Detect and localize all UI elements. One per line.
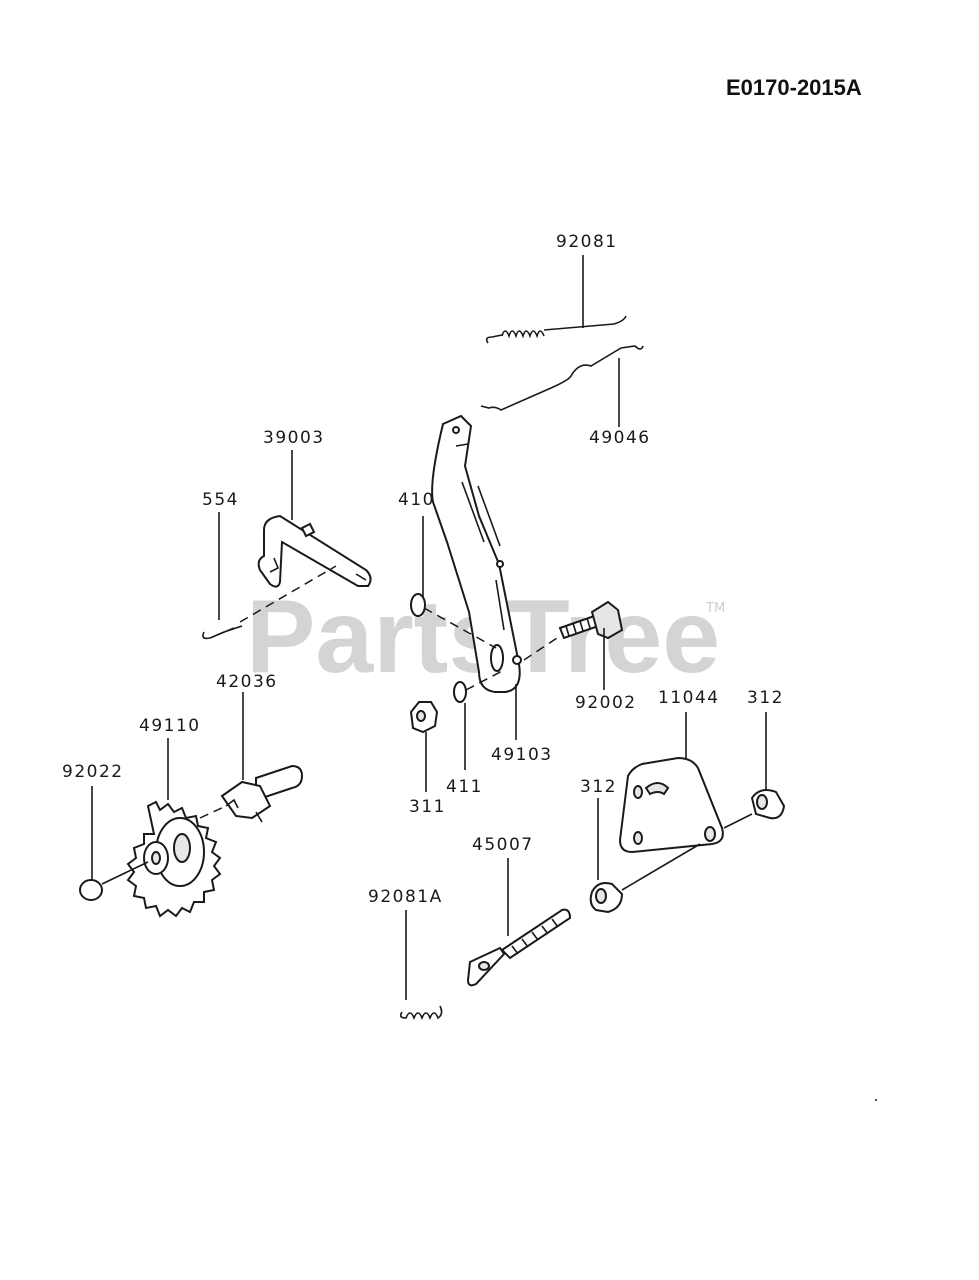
label-49046[interactable]: 49046 [589, 428, 651, 448]
label-311[interactable]: 311 [409, 797, 446, 817]
part-554-rod[interactable] [202, 512, 337, 640]
part-92002-bolt[interactable] [523, 600, 624, 690]
label-411[interactable]: 411 [446, 777, 483, 797]
label-49110[interactable]: 49110 [139, 716, 201, 736]
label-92081A[interactable]: 92081A [368, 887, 443, 907]
part-45007-adjuster[interactable] [466, 858, 572, 987]
part-49110-gear[interactable] [126, 738, 222, 918]
part-92081A-spring[interactable] [399, 910, 443, 1021]
speck [875, 1099, 877, 1101]
label-312-right[interactable]: 312 [747, 688, 784, 708]
part-92022-washer[interactable] [79, 786, 149, 901]
diagram-code: E0170-2015A [726, 75, 862, 100]
part-410-washer[interactable] [410, 516, 497, 649]
label-312-left[interactable]: 312 [580, 777, 617, 797]
label-45007[interactable]: 45007 [472, 835, 534, 855]
label-92081[interactable]: 92081 [556, 232, 618, 252]
part-39003-bracket[interactable] [257, 450, 372, 588]
part-92081-spring[interactable] [485, 255, 627, 344]
part-11044-plate[interactable] [618, 712, 753, 854]
label-554[interactable]: 554 [202, 490, 239, 510]
label-92002[interactable]: 92002 [575, 693, 637, 713]
label-39003[interactable]: 39003 [263, 428, 325, 448]
part-311-nut[interactable] [409, 701, 439, 792]
part-49103-lever[interactable] [431, 414, 522, 740]
label-49103[interactable]: 49103 [491, 745, 553, 765]
part-312-nut-right[interactable] [750, 712, 786, 820]
part-42036-shaft[interactable] [199, 692, 304, 823]
label-410[interactable]: 410 [398, 490, 435, 510]
part-49046-rod[interactable] [480, 345, 644, 427]
part-312-nut-left[interactable] [589, 798, 701, 914]
part-411-washer[interactable] [453, 669, 505, 770]
svg-text:TM: TM [705, 601, 725, 616]
label-92022[interactable]: 92022 [62, 762, 124, 782]
label-11044[interactable]: 11044 [658, 688, 720, 708]
label-42036[interactable]: 42036 [216, 672, 278, 692]
part-labels: 92081 49046 39003 554 410 92002 49103 41… [62, 232, 784, 907]
